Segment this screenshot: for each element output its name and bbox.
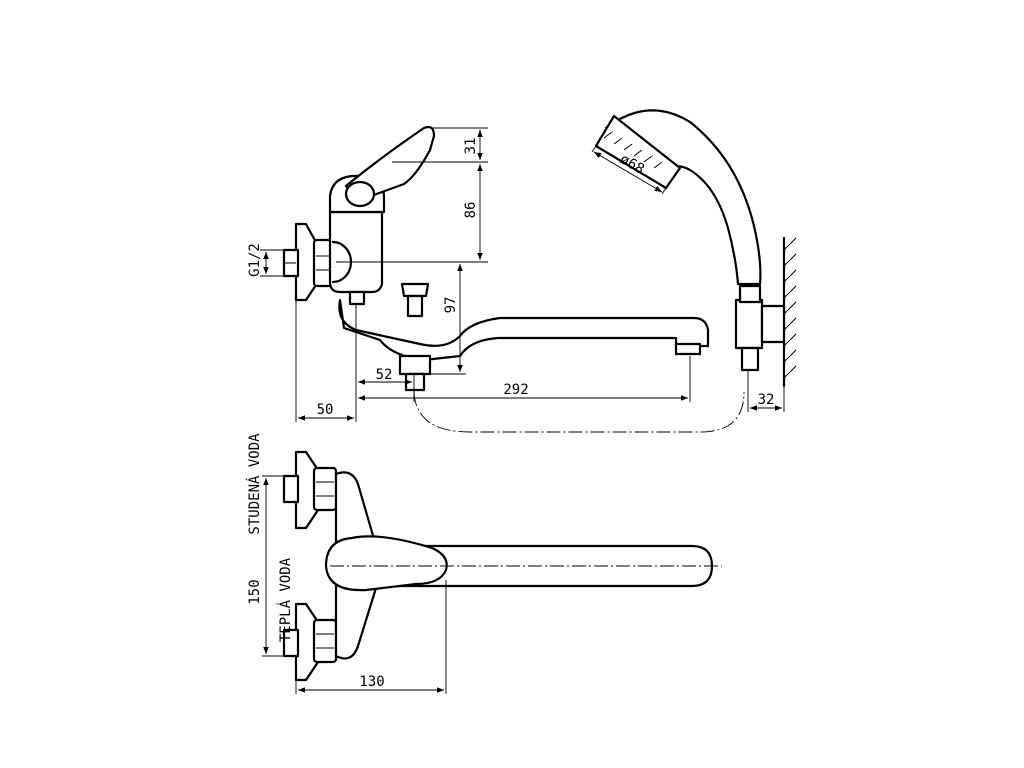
shower-hose [413,391,745,433]
dim-lever-reach: 130 [359,674,384,690]
shower-holder [734,298,764,350]
dim-spout-length: 292 [503,382,528,398]
dim-diverter-offset: 52 [376,367,393,383]
lever-handle [344,125,436,202]
hot-inlet-nut [312,618,338,664]
wall-hatch [783,237,797,379]
label-hot-water: TEPLÁ VODA [277,557,294,642]
diverter-outlet [398,354,432,376]
dim-outlet-height: 97 [443,297,459,314]
side-view: 31 86 G1/2 97 52 292 50 32 [247,109,797,433]
dim-lever-height: 31 [463,138,479,155]
mixer-body [328,210,384,294]
spout [338,298,710,362]
dim-body-height: 86 [463,202,479,219]
lever-top [324,535,448,592]
top-view: 150 STUDENÁ VODA TEPLÁ VODA 130 [246,433,722,694]
dim-wall-offset: 50 [317,402,334,418]
dim-thread: G1/2 [247,243,263,277]
body-bolt [348,290,366,306]
aerator [674,342,702,356]
lever-knob [344,180,376,208]
cold-inlet-nut [312,466,338,512]
dim-inlet-spacing: 150 [247,579,263,604]
diverter-knob [400,282,430,298]
label-cold-water: STUDENÁ VODA [246,433,263,535]
dim-holder-offset: 32 [758,392,775,408]
